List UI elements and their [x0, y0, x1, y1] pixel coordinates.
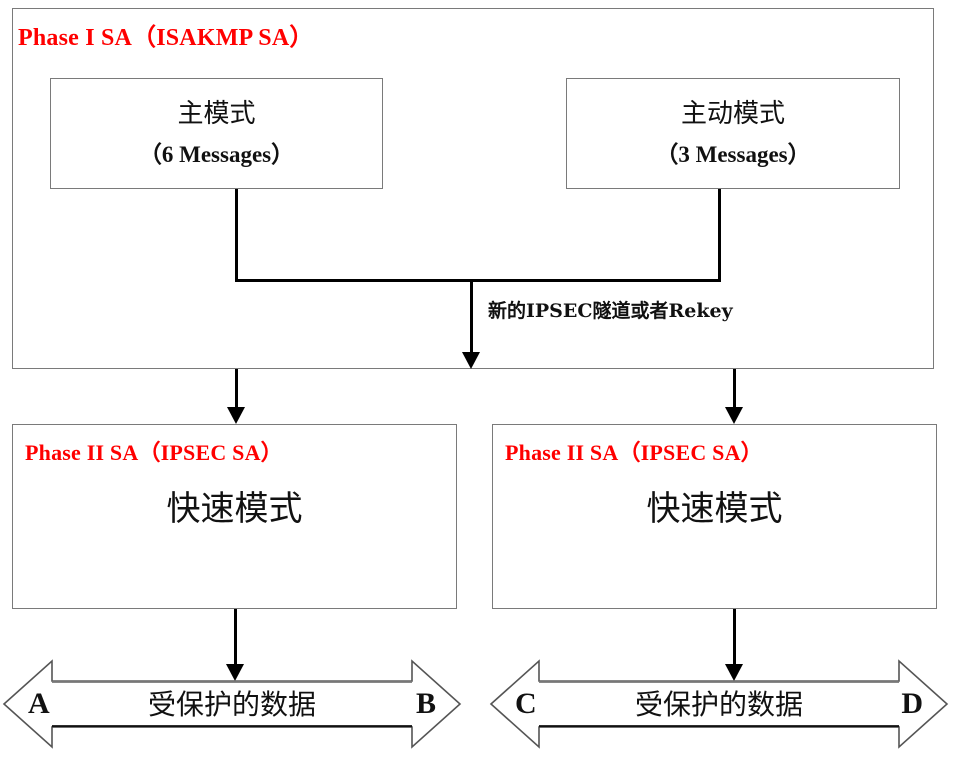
data-channel-cd: C D 受保护的数据 — [489, 657, 949, 751]
arrow-to-channel-ab-head — [226, 664, 244, 681]
connector-center-down — [470, 279, 473, 354]
data-channel-ab-left-label: A — [28, 687, 50, 720]
phase2-right-box: Phase II SA（IPSEC SA） 快速模式 — [492, 424, 937, 609]
arrow-to-channel-cd-shaft — [733, 609, 736, 666]
arrow-to-phase2-left-shaft — [235, 369, 238, 409]
main-mode-box: 主模式 （6 Messages） — [50, 78, 383, 189]
aggressive-mode-box: 主动模式 （3 Messages） — [566, 78, 900, 189]
aggressive-mode-messages: （3 Messages） — [655, 142, 811, 167]
arrow-to-phase2-left-head — [227, 407, 245, 424]
data-channel-cd-right-label: D — [901, 687, 923, 720]
phase1-title: Phase I SA（ISAKMP SA） — [18, 25, 314, 51]
arrow-to-phase2-right-shaft — [733, 369, 736, 409]
phase2-right-title: Phase II SA（IPSEC SA） — [505, 440, 763, 465]
arrow-to-channel-ab-shaft — [234, 609, 237, 666]
phase2-left-box: Phase II SA（IPSEC SA） 快速模式 — [12, 424, 457, 609]
data-channel-ab-text: 受保护的数据 — [147, 688, 316, 721]
phase2-left-body: 快速模式 — [166, 489, 303, 529]
data-channel-cd-shape — [489, 659, 949, 749]
connector-join-bar — [235, 279, 721, 282]
main-mode-messages: （6 Messages） — [138, 142, 295, 167]
data-channel-ab-shape — [2, 659, 462, 749]
data-channel-cd-text: 受保护的数据 — [634, 688, 803, 721]
arrow-to-channel-cd-head — [725, 664, 743, 681]
phase2-right-body: 快速模式 — [646, 489, 783, 529]
arrow-to-phase2-right-head — [725, 407, 743, 424]
phase2-left-title: Phase II SA（IPSEC SA） — [25, 440, 283, 465]
data-channel-cd-left-label: C — [515, 687, 537, 720]
aggressive-mode-label: 主动模式 — [680, 99, 785, 129]
connector-aggressive-mode-down — [718, 189, 721, 282]
main-mode-label: 主模式 — [177, 99, 256, 129]
data-channel-ab: A B 受保护的数据 — [2, 657, 462, 751]
connector-main-mode-down — [235, 189, 238, 282]
connector-center-arrowhead — [462, 352, 480, 369]
data-channel-ab-right-label: B — [415, 687, 436, 720]
rekey-label: 新的IPSEC隧道或者Rekey — [488, 300, 733, 322]
